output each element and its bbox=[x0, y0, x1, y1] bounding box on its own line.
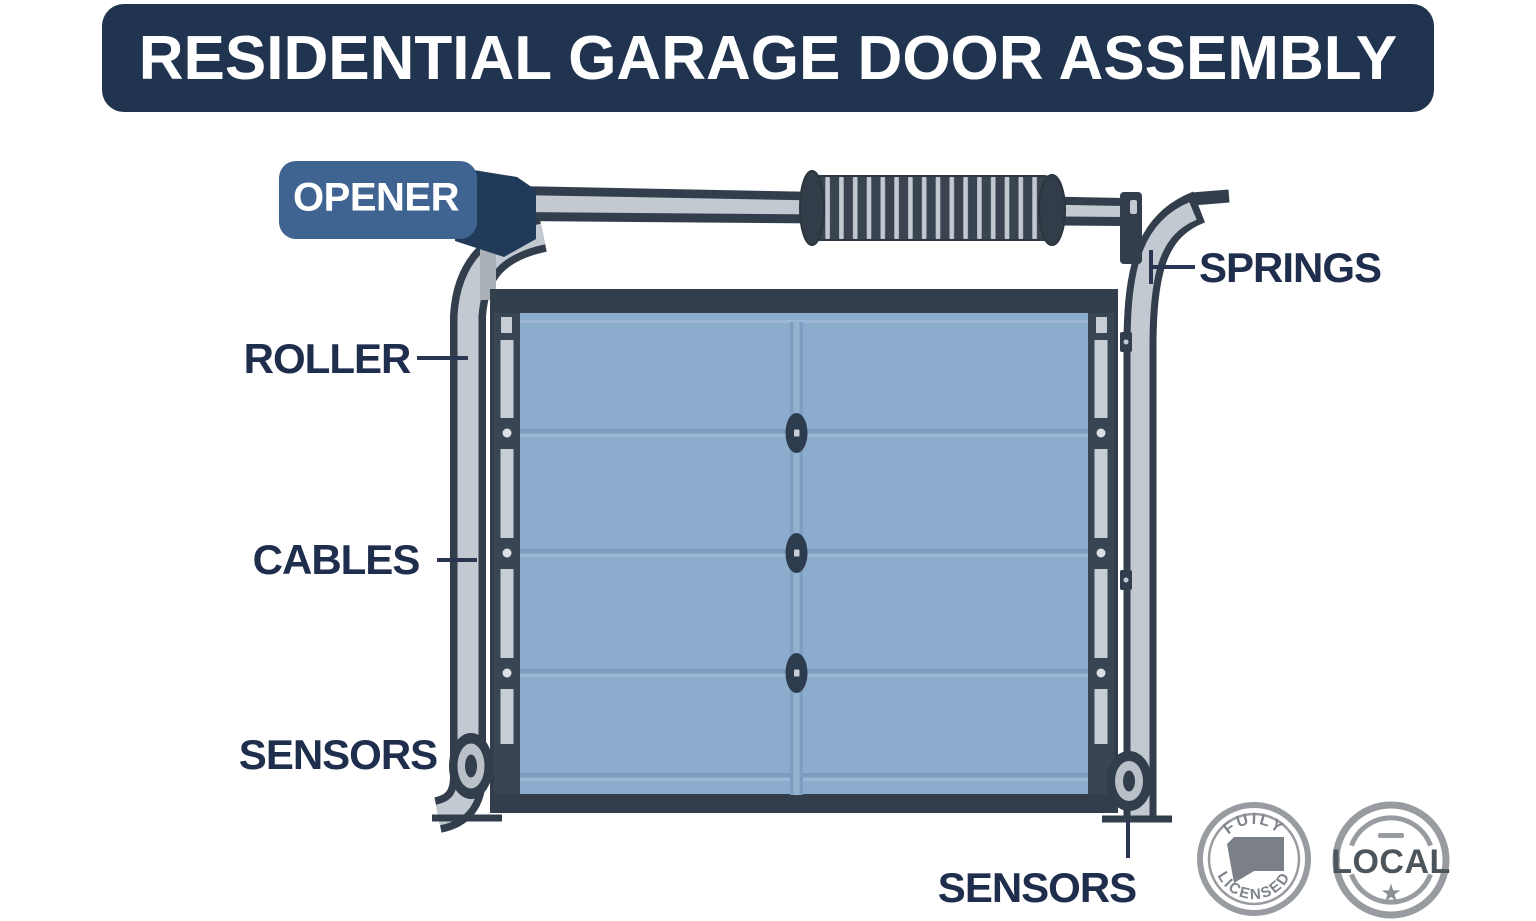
sensor-right bbox=[1106, 751, 1152, 811]
cable-strip bbox=[500, 449, 514, 538]
macron-mark bbox=[1378, 833, 1404, 838]
cable-strip bbox=[1094, 569, 1108, 658]
garage-door bbox=[490, 289, 1118, 813]
badge-top-arc bbox=[1349, 815, 1433, 847]
cables-label: CABLES bbox=[252, 536, 421, 583]
opener-unit bbox=[279, 161, 536, 257]
local-badge-text: LOCAL bbox=[1331, 843, 1451, 881]
right-track-rail bbox=[1130, 202, 1198, 816]
spring-end-cap-left bbox=[799, 170, 825, 246]
roller-wheel bbox=[502, 548, 512, 558]
roller-wheel bbox=[1096, 428, 1106, 438]
roller-label: ROLLER bbox=[243, 335, 412, 382]
right-track-tail bbox=[1191, 189, 1230, 206]
top-roller-plate bbox=[1096, 317, 1107, 333]
opener-body bbox=[279, 161, 477, 239]
springs-label: SPRINGS bbox=[1198, 244, 1382, 291]
door-top-highlight bbox=[504, 320, 1104, 323]
cable-strip bbox=[1094, 689, 1108, 744]
door-bottom-bar bbox=[490, 794, 1118, 808]
local-badge: LOCAL ★ bbox=[1331, 801, 1451, 919]
top-roller-plate bbox=[501, 317, 512, 333]
roller-wheel bbox=[502, 668, 512, 678]
torsion-spring bbox=[799, 170, 1066, 246]
roller-wheel bbox=[502, 428, 512, 438]
sensor-lens bbox=[1123, 770, 1135, 792]
cable-strip bbox=[500, 689, 514, 744]
roller-wheel bbox=[1096, 668, 1106, 678]
pointer-lines bbox=[417, 250, 1195, 858]
door-stile-left bbox=[494, 313, 520, 794]
badge-bottom-arc bbox=[1349, 873, 1433, 905]
sensors-bottom-label: SENSORS bbox=[937, 864, 1137, 911]
opener-label: OPENER bbox=[293, 175, 459, 220]
door-header-bar bbox=[490, 290, 1118, 313]
spring-coil bbox=[803, 175, 1053, 241]
roller-wheel bbox=[1096, 548, 1106, 558]
cable-strip bbox=[500, 569, 514, 658]
star-icon: ★ bbox=[1380, 879, 1402, 907]
badge-inner-ring bbox=[1207, 812, 1301, 906]
title-banner: RESIDENTIAL GARAGE DOOR ASSEMBLY bbox=[102, 4, 1434, 112]
cable-strip bbox=[500, 340, 514, 418]
rail-end-bracket-slot bbox=[1130, 200, 1137, 214]
spring-end-cap-right bbox=[1038, 174, 1066, 246]
cable-strip bbox=[1094, 449, 1108, 538]
dot-mark bbox=[1335, 857, 1340, 862]
license-emblem-icon bbox=[1227, 837, 1284, 883]
cable-strip bbox=[1094, 340, 1108, 418]
door-stile-right bbox=[1088, 313, 1114, 794]
sensor-lens bbox=[465, 754, 477, 778]
track-bracket-bolt bbox=[1123, 577, 1129, 583]
door-hinges bbox=[785, 413, 808, 693]
sensors-left-label: SENSORS bbox=[238, 731, 438, 778]
page-title: RESIDENTIAL GARAGE DOOR ASSEMBLY bbox=[138, 23, 1398, 93]
track-bracket-bolt bbox=[1123, 339, 1129, 345]
fully-licensed-badge: FUILY LICENSED bbox=[1197, 802, 1311, 916]
sensor-left bbox=[449, 733, 493, 799]
